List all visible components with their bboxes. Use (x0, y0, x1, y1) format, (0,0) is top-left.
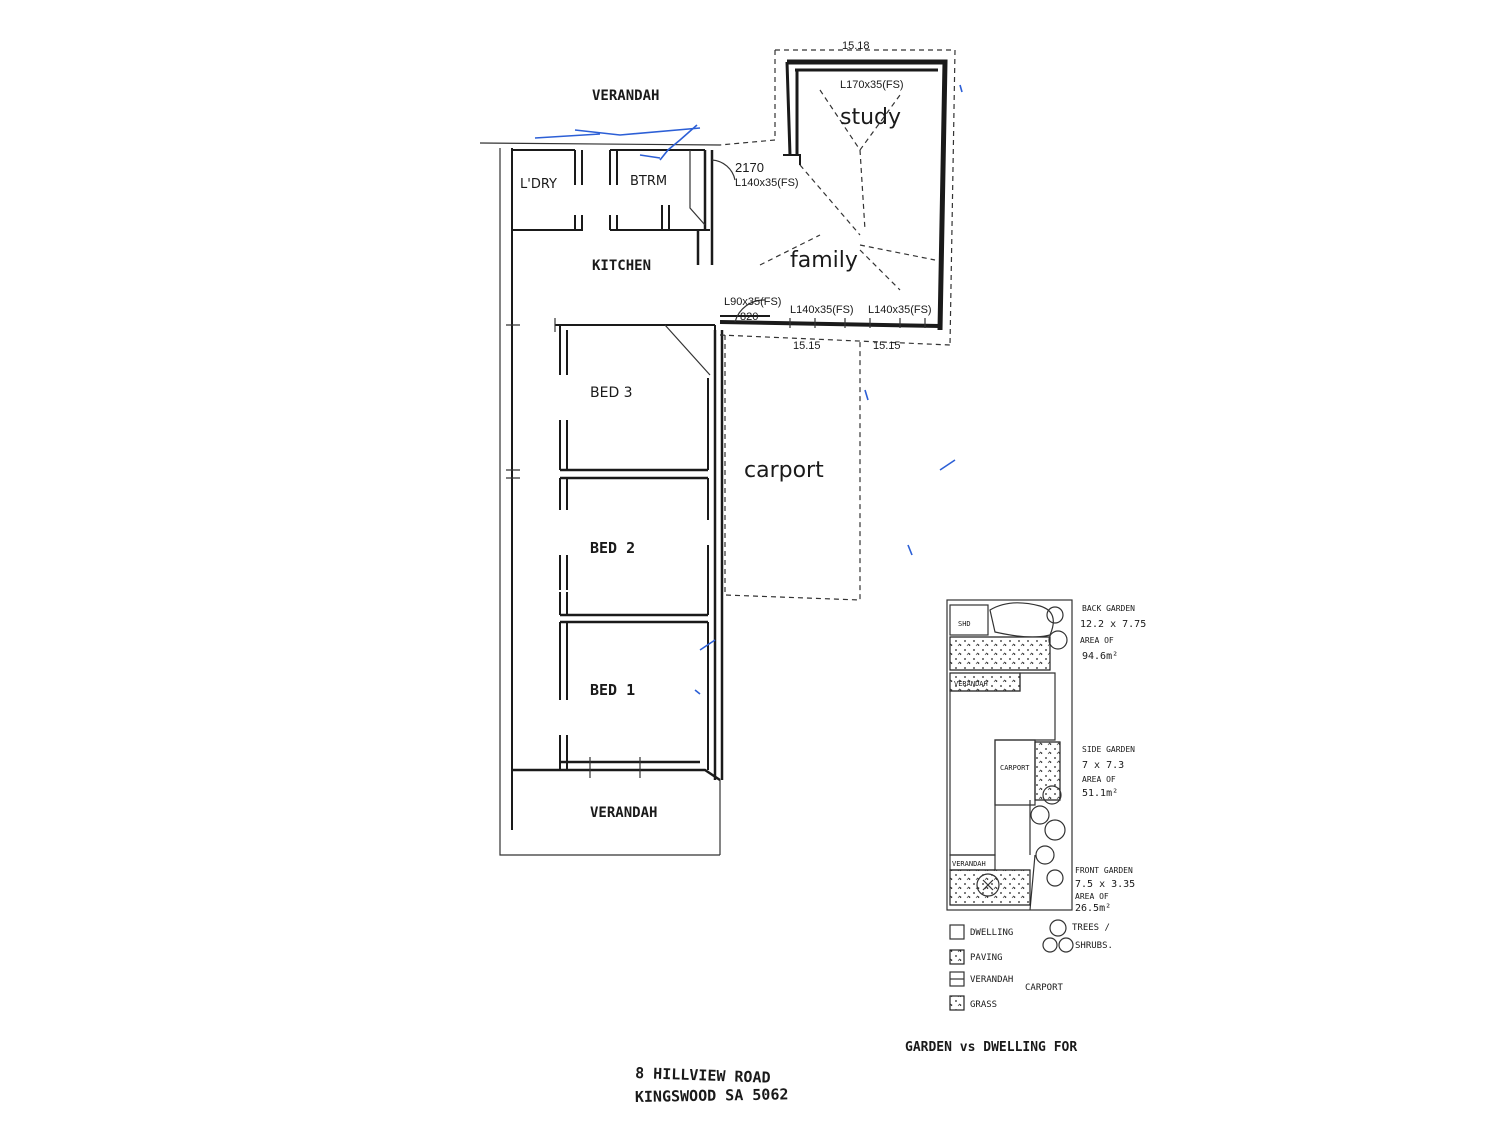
legend (949, 919, 1074, 1011)
door-820-dim: 820 (740, 311, 758, 323)
site-carport-label: CARPORT (1000, 764, 1030, 772)
front-garden-notes: FRONT GARDEN 7.5 x 3.35 AREA OF 26.5m² (1075, 866, 1135, 914)
study-label: study (840, 105, 901, 130)
back-garden-title: BACK GARDEN (1082, 604, 1135, 613)
verandah-top-label: VERANDAH (592, 88, 659, 104)
back-garden-area-label: AREA OF (1080, 636, 1114, 645)
legend-verandah-swatch (949, 971, 965, 987)
side-garden-notes: SIDE GARDEN 7 x 7.3 AREA OF 51.1m² (1082, 745, 1135, 799)
house-walls (479, 142, 724, 856)
legend-verandah-label: VERANDAH (970, 975, 1013, 985)
site-plan (946, 599, 1073, 911)
legend-paving-label: PAVING (970, 953, 1003, 963)
family-window-left-dim: L140x35(FS) (735, 177, 799, 189)
family-label: family (790, 248, 858, 273)
front-garden-size: 7.5 x 3.35 (1075, 879, 1135, 890)
front-garden-area: 26.5m² (1075, 903, 1111, 914)
bed1-label: BED 1 (590, 681, 635, 699)
top-width-dim: 15.18 (842, 40, 870, 52)
bottom-window-2-dim: L140x35(FS) (868, 304, 932, 316)
study-window-dim: L170x35(FS) (840, 79, 904, 91)
legend-grass-swatch (949, 995, 965, 1011)
bottom-dim-2: 15.15 (873, 340, 901, 352)
bed2-label: BED 2 (590, 539, 635, 557)
address-line-1: 8 HILLVIEW ROAD (635, 1064, 771, 1087)
legend-trees-swatch (1042, 919, 1074, 953)
site-verandah-label: VERANDAH (954, 680, 988, 688)
family-window-small-dim: L90x35(FS) (724, 296, 781, 308)
legend-carport-label: CARPORT (1025, 983, 1064, 993)
blue-annotations (534, 84, 963, 695)
front-garden-title: FRONT GARDEN (1075, 866, 1133, 875)
legend-paving-swatch (949, 949, 965, 965)
front-garden-area-label: AREA OF (1075, 892, 1109, 901)
legend-trees-label: TREES / (1072, 923, 1110, 933)
bottom-dim-1: 15.15 (793, 340, 821, 352)
legend-dwelling-swatch (949, 924, 965, 940)
back-garden-area: 94.6m² (1082, 651, 1118, 662)
kitchen-label: KITCHEN (592, 258, 651, 274)
legend-shrubs-label: SHRUBS. (1075, 941, 1113, 951)
bathroom-label: BTRM (630, 174, 667, 189)
side-garden-size: 7 x 7.3 (1082, 760, 1124, 771)
side-garden-title: SIDE GARDEN (1082, 745, 1135, 754)
study-family-walls (711, 49, 956, 601)
bed3-label: BED 3 (590, 385, 633, 401)
back-garden-notes: BACK GARDEN 12.2 x 7.75 AREA OF 94.6m² (1080, 604, 1146, 662)
legend-grass-label: GRASS (970, 1000, 997, 1010)
legend-dwelling-label: DWELLING (970, 928, 1013, 938)
door-2170-dim: 2170 (735, 160, 764, 175)
side-garden-area-label: AREA OF (1082, 775, 1116, 784)
laundry-label: L'DRY (520, 177, 557, 192)
site-verandah2-label: VERANDAH (952, 860, 986, 868)
address-line-2: KINGSWOOD SA 5062 (635, 1085, 789, 1106)
side-garden-area: 51.1m² (1082, 788, 1118, 799)
back-garden-size: 12.2 x 7.75 (1080, 619, 1146, 630)
site-shed-label: SHD (958, 620, 971, 628)
bottom-window-1-dim: L140x35(FS) (790, 304, 854, 316)
garden-caption: GARDEN vs DWELLING FOR (905, 1040, 1077, 1055)
carport-label: carport (744, 458, 824, 483)
verandah-bottom-label: VERANDAH (590, 805, 657, 821)
